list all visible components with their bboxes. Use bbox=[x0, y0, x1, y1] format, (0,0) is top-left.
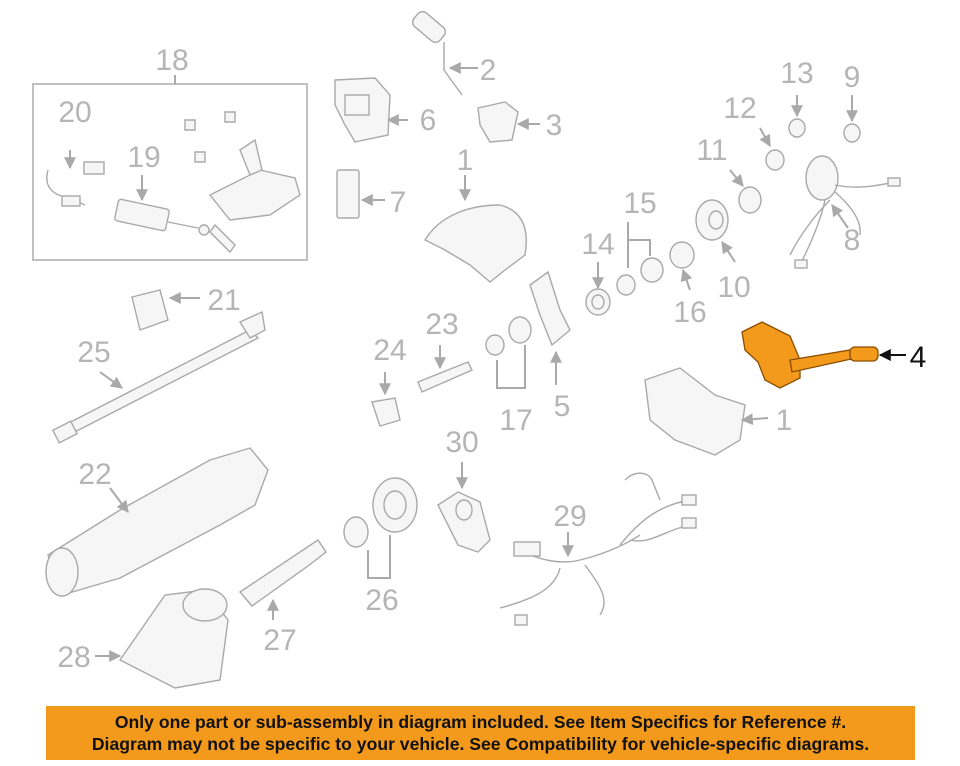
notice-line-1: Only one part or sub-assembly in diagram… bbox=[114, 712, 847, 732]
part-24-bushing bbox=[371, 372, 401, 427]
part-7-switch bbox=[336, 169, 385, 219]
part-23-pin bbox=[417, 345, 473, 393]
label-20: 20 bbox=[58, 96, 91, 129]
part-29-harness bbox=[499, 472, 697, 626]
part-18-lock-kit-box bbox=[32, 75, 308, 261]
label-21: 21 bbox=[207, 284, 240, 317]
label-30: 30 bbox=[445, 426, 478, 459]
label-23: 23 bbox=[425, 308, 458, 341]
label-6: 6 bbox=[420, 104, 437, 137]
label-18: 18 bbox=[155, 44, 188, 77]
label-22: 22 bbox=[78, 458, 111, 491]
part-27-sensor bbox=[238, 539, 327, 620]
label-14: 14 bbox=[581, 228, 614, 261]
notice-line-2: Diagram may not be specific to your vehi… bbox=[91, 734, 870, 754]
parts-diagram: 18 20 19 2 6 3 1 7 15 14 16 10 11 12 13 … bbox=[32, 10, 927, 689]
part-3-clip bbox=[477, 101, 540, 143]
part-25-shaft bbox=[51, 310, 266, 444]
label-3: 3 bbox=[546, 109, 563, 142]
label-1-bottom: 1 bbox=[776, 404, 793, 437]
label-2: 2 bbox=[480, 54, 497, 87]
label-25: 25 bbox=[77, 336, 110, 369]
part-6-housing bbox=[334, 77, 408, 143]
label-12: 12 bbox=[723, 92, 756, 125]
part-1-lower-shroud bbox=[644, 367, 769, 456]
notice-banner: Only one part or sub-assembly in diagram… bbox=[46, 706, 915, 760]
part-8-clockspring bbox=[789, 155, 901, 269]
label-26: 26 bbox=[365, 584, 398, 617]
label-9: 9 bbox=[844, 61, 861, 94]
label-19: 19 bbox=[127, 141, 160, 174]
part-5-bracket bbox=[529, 270, 571, 385]
label-17: 17 bbox=[499, 404, 532, 437]
part-30-sensor bbox=[437, 462, 491, 553]
part-22-column bbox=[45, 447, 269, 597]
part-26-bearing-set bbox=[343, 477, 418, 579]
part-2-key bbox=[411, 10, 478, 96]
label-16: 16 bbox=[673, 296, 706, 329]
part-17-bearings bbox=[485, 316, 532, 389]
part-1-upper-shroud bbox=[424, 175, 527, 283]
label-8: 8 bbox=[844, 224, 861, 257]
label-27: 27 bbox=[263, 624, 296, 657]
label-11: 11 bbox=[696, 134, 727, 167]
label-7: 7 bbox=[390, 186, 407, 219]
rings-group bbox=[585, 95, 861, 316]
label-1-top: 1 bbox=[457, 144, 474, 177]
label-29: 29 bbox=[553, 500, 586, 533]
label-13: 13 bbox=[780, 57, 813, 90]
label-24: 24 bbox=[373, 334, 406, 367]
part-28-cone-cover bbox=[95, 588, 229, 689]
label-5: 5 bbox=[554, 390, 571, 423]
label-15: 15 bbox=[623, 187, 656, 220]
label-4: 4 bbox=[910, 341, 927, 374]
label-28: 28 bbox=[57, 641, 90, 674]
part-4-combination-switch bbox=[741, 321, 906, 389]
part-21-bracket bbox=[131, 289, 200, 331]
label-10: 10 bbox=[717, 271, 750, 304]
